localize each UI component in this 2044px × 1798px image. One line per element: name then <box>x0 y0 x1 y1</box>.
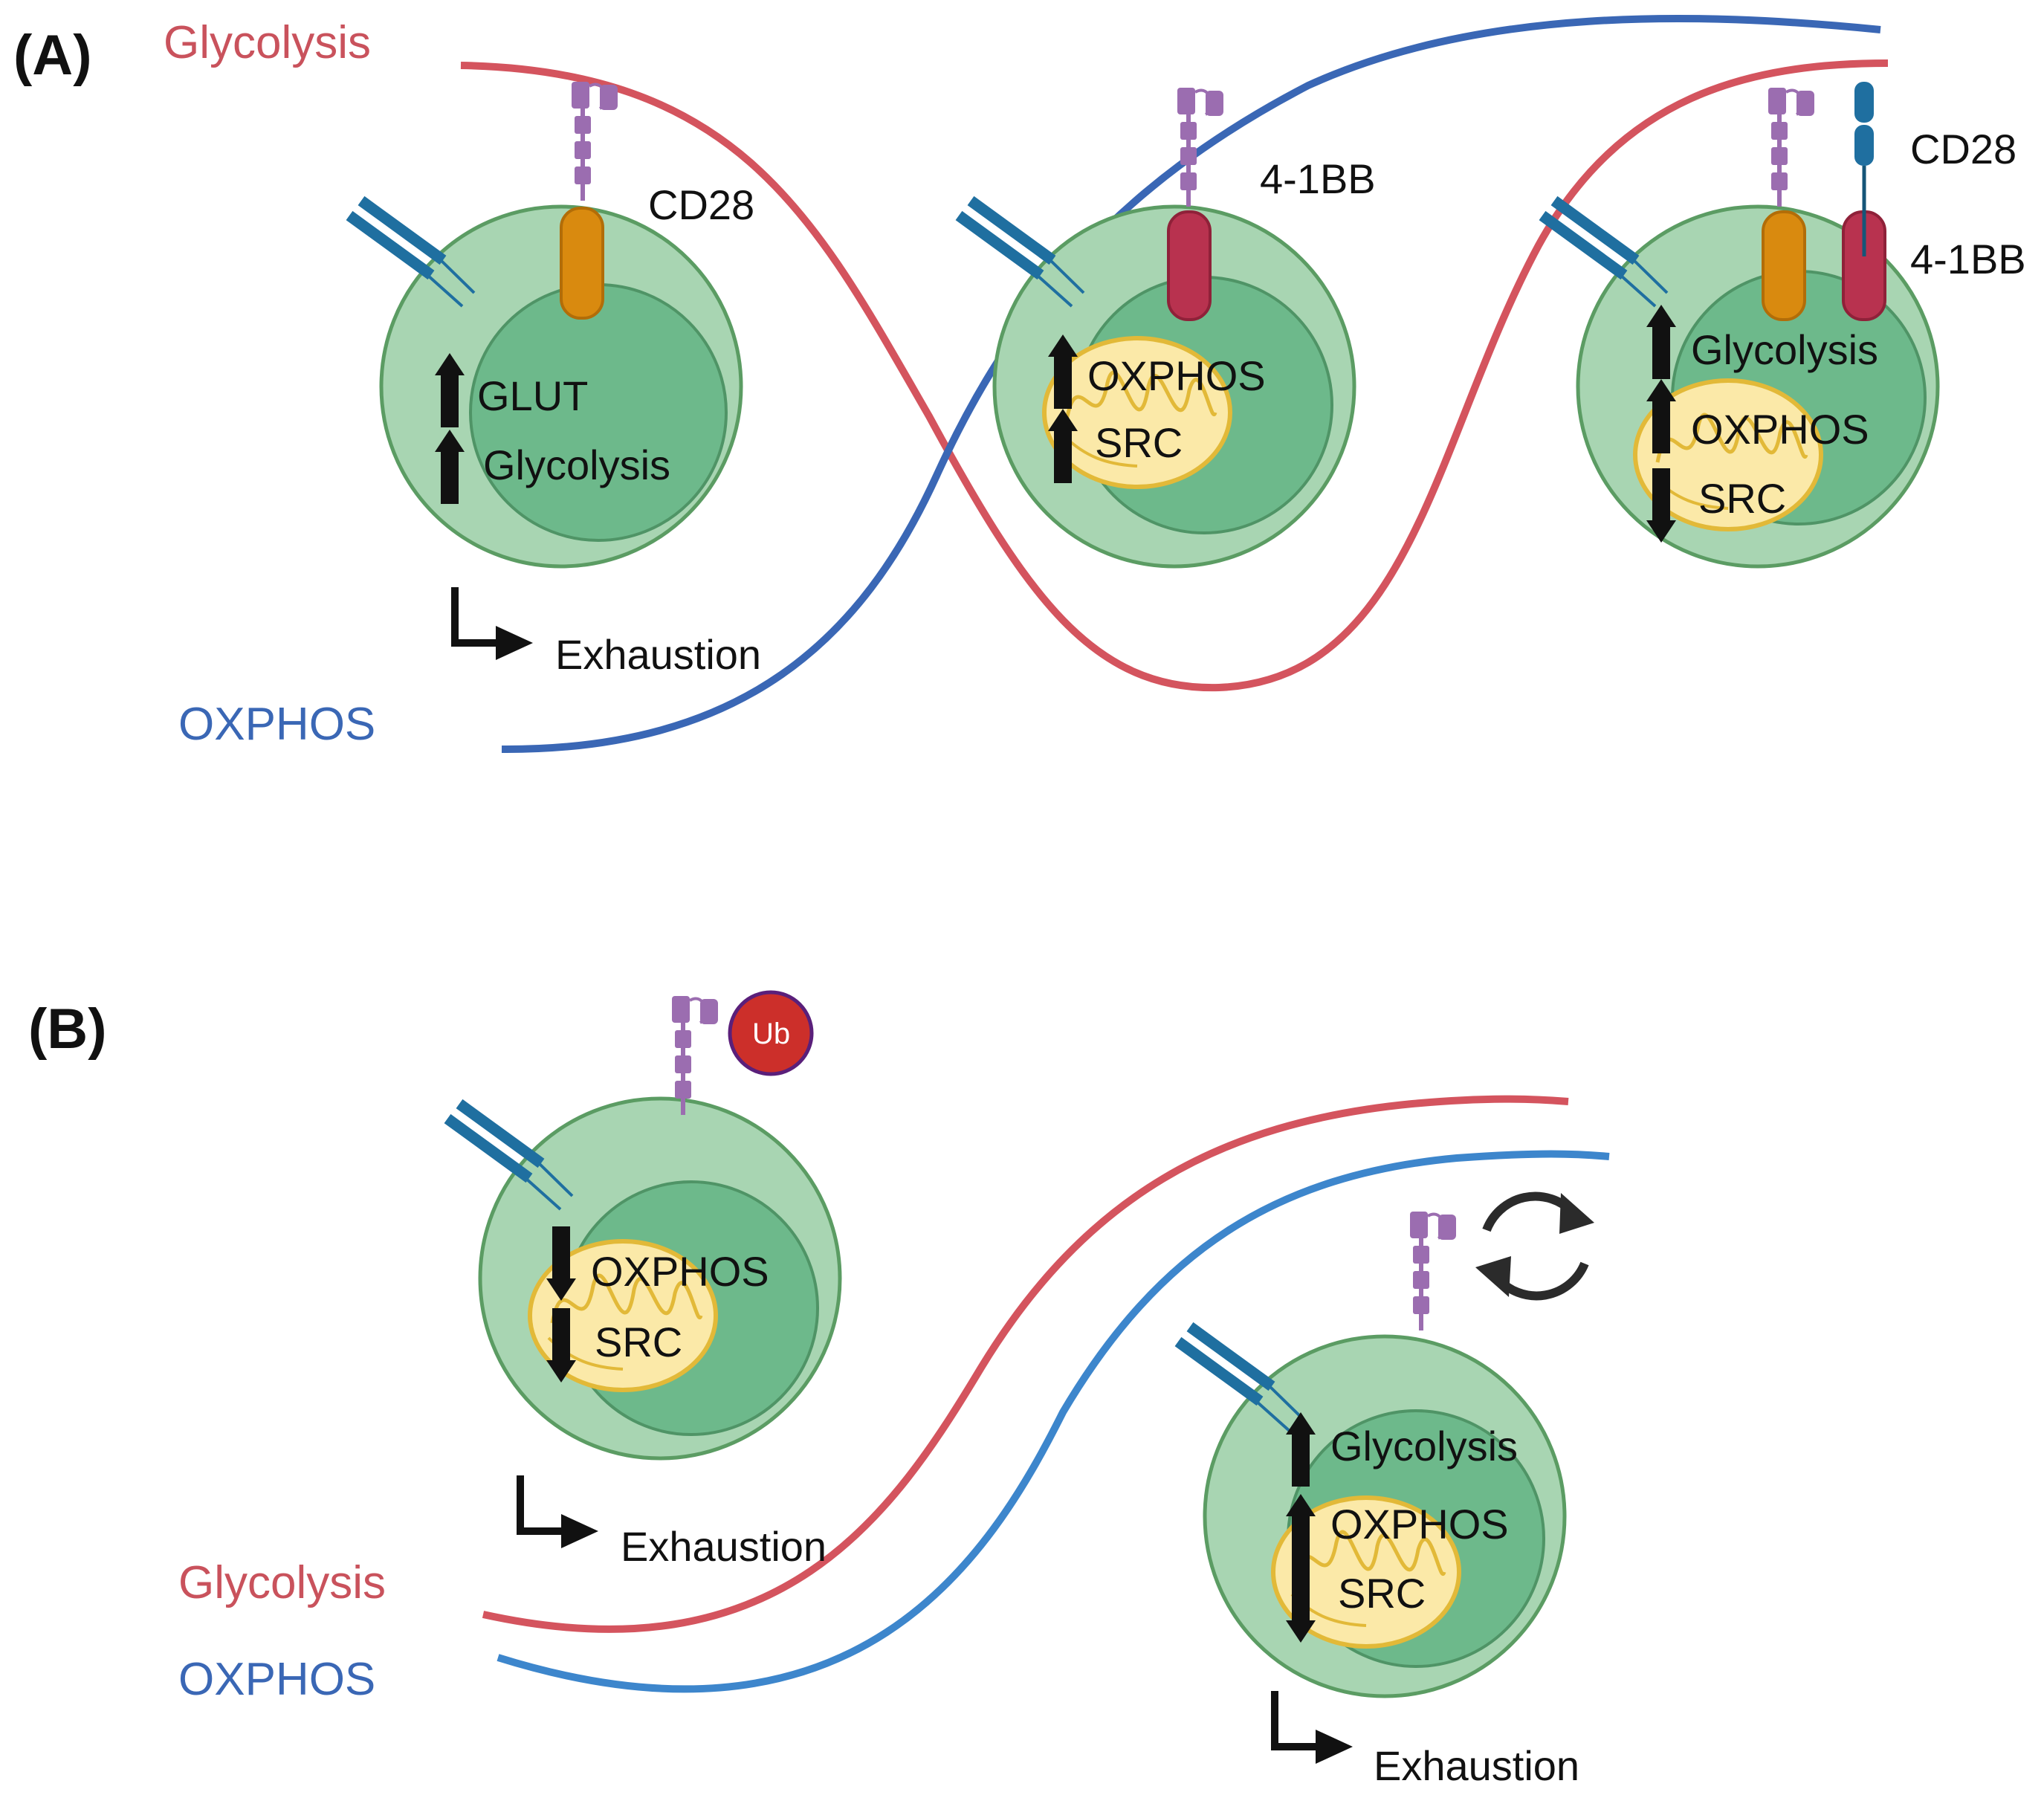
panel-b-oxphos-curve-label: OXPHOS <box>178 1654 375 1705</box>
cell-a3-receptor2-label: 4-1BB <box>1910 236 2026 282</box>
cell-a1-up1: GLUT <box>477 372 588 419</box>
cell-b2-down1: SRC <box>1338 1570 1426 1617</box>
cell-b2-up2: OXPHOS <box>1330 1501 1509 1548</box>
car-receptor-icon <box>1768 88 1814 207</box>
cell-a1-up2: Glycolysis <box>483 442 670 488</box>
cell-a3-down1: SRC <box>1698 475 1786 522</box>
panel-a-glycolysis-curve-label: Glycolysis <box>164 17 371 68</box>
cell-b1-outcome: Exhaustion <box>621 1523 827 1570</box>
cell-a3-up1: Glycolysis <box>1691 326 1878 373</box>
ubiquitin-label: Ub <box>752 1018 790 1050</box>
cell-b2: Glycolysis OXPHOS SRC <box>1178 1191 1594 1698</box>
cell-b2-outcome: Exhaustion <box>1374 1742 1579 1789</box>
panel-a-label: (A) <box>13 24 92 87</box>
cell-a1: GLUT Glycolysis <box>349 82 743 569</box>
cell-a2: OXPHOS SRC <box>959 88 1356 569</box>
cell-a1-outcome: Exhaustion <box>555 631 761 678</box>
4-1bb-domain <box>1167 210 1212 321</box>
cell-a3-up2: OXPHOS <box>1691 406 1869 453</box>
cd28-domain <box>560 207 604 320</box>
exhaustion-arrow-icon <box>1275 1691 1353 1764</box>
cd28-domain <box>1762 210 1806 321</box>
cell-a2-up2: SRC <box>1095 419 1183 466</box>
cell-b2-up1: Glycolysis <box>1330 1423 1518 1469</box>
car-receptor-icon <box>1410 1212 1456 1330</box>
panel-a-oxphos-curve-label: OXPHOS <box>178 699 375 750</box>
cell-a3: Glycolysis OXPHOS SRC <box>1542 82 1940 569</box>
cd28-extracellular-icon <box>1854 82 1874 123</box>
panel-b-oxphos-curve <box>497 1150 1610 1693</box>
cell-b1: Ub OXPHOS SRC <box>447 990 842 1461</box>
cell-a1-receptor-label: CD28 <box>648 181 754 228</box>
cell-a3-receptor1-label: CD28 <box>1910 126 2016 172</box>
recycling-icon <box>1475 1191 1594 1301</box>
panel-b-glycolysis-curve <box>482 1095 1569 1633</box>
panel-a-glycolysis-curve <box>460 59 1889 692</box>
car-receptor-icon <box>672 996 718 1115</box>
exhaustion-arrow-icon <box>520 1475 598 1548</box>
cell-b1-down1: OXPHOS <box>591 1248 769 1295</box>
cell-a2-receptor-label: 4-1BB <box>1260 155 1376 202</box>
cell-a2-up1: OXPHOS <box>1087 352 1266 399</box>
ubiquitin-badge <box>728 990 814 1076</box>
cd28-extracellular-icon <box>1854 125 1874 166</box>
cell-b1-down2: SRC <box>595 1319 682 1365</box>
car-receptor-icon <box>572 82 618 201</box>
panel-b-label: (B) <box>28 997 107 1061</box>
panel-b-glycolysis-curve-label: Glycolysis <box>178 1557 386 1608</box>
exhaustion-arrow-icon <box>455 587 533 660</box>
